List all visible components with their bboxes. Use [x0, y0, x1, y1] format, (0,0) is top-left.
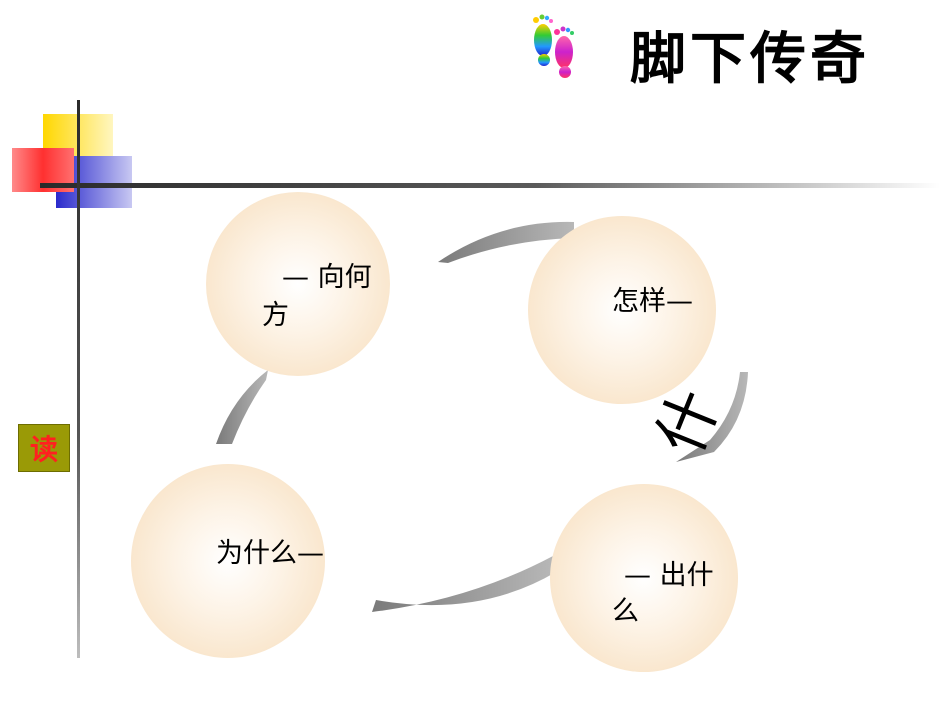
read-label: 读: [29, 433, 58, 466]
label-bottom-right-line1: — 出什: [624, 560, 714, 591]
circle-top-right: [528, 216, 716, 404]
circle-bottom-left: [131, 464, 325, 658]
label-top-left-line1: — 向何: [282, 262, 372, 293]
footprints-icon: [533, 14, 574, 78]
arc-left: [216, 370, 268, 444]
arc-right: [676, 372, 748, 462]
vertical-rule: [77, 100, 80, 658]
label-top-left-line2: 方: [262, 300, 289, 331]
label-bottom-right-line2: 么: [612, 596, 639, 627]
circle-top-left: [206, 192, 390, 376]
arc-top: [438, 221, 574, 263]
arc-bottom: [372, 556, 556, 612]
label-bottom-left: 为什么—: [216, 538, 324, 569]
label-top-right: 怎样—: [612, 286, 693, 317]
horizontal-rule: [40, 183, 940, 188]
circle-bottom-right: [550, 484, 738, 672]
read-button[interactable]: 读: [18, 424, 70, 472]
page-title: 脚下传奇: [630, 26, 870, 92]
